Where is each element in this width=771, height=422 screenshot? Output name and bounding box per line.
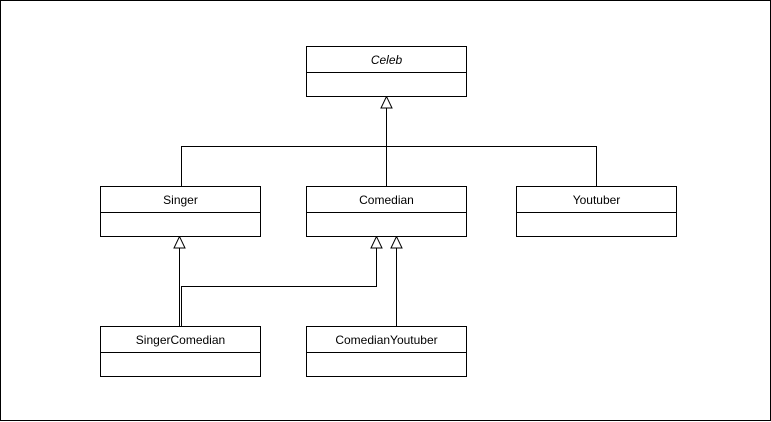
class-name: SingerComedian [101,327,260,353]
class-members [101,353,260,376]
edge-singer-to-celeb [181,146,387,186]
class-name: Youtuber [517,187,676,213]
class-members [307,213,466,236]
class-celeb[interactable]: Celeb [306,46,467,97]
class-name: Singer [101,187,260,213]
inheritance-arrowhead-comedian-right [390,235,403,249]
class-youtuber[interactable]: Youtuber [516,186,677,237]
edge-singercomedian-to-comedian [181,248,377,326]
inheritance-arrowhead-comedian-left [370,235,383,249]
edge-youtuber-to-celeb [386,146,597,186]
inheritance-arrowhead-celeb [380,95,393,109]
class-name: Comedian [307,187,466,213]
class-singercomedian[interactable]: SingerComedian [100,326,261,377]
class-name: Celeb [307,47,466,73]
class-members [517,213,676,236]
inheritance-arrowhead-singer [173,235,186,249]
class-members [307,73,466,96]
class-members [307,353,466,376]
class-name: ComedianYoutuber [307,327,466,353]
class-comedianyoutuber[interactable]: ComedianYoutuber [306,326,467,377]
class-members [101,213,260,236]
class-singer[interactable]: Singer [100,186,261,237]
class-comedian[interactable]: Comedian [306,186,467,237]
